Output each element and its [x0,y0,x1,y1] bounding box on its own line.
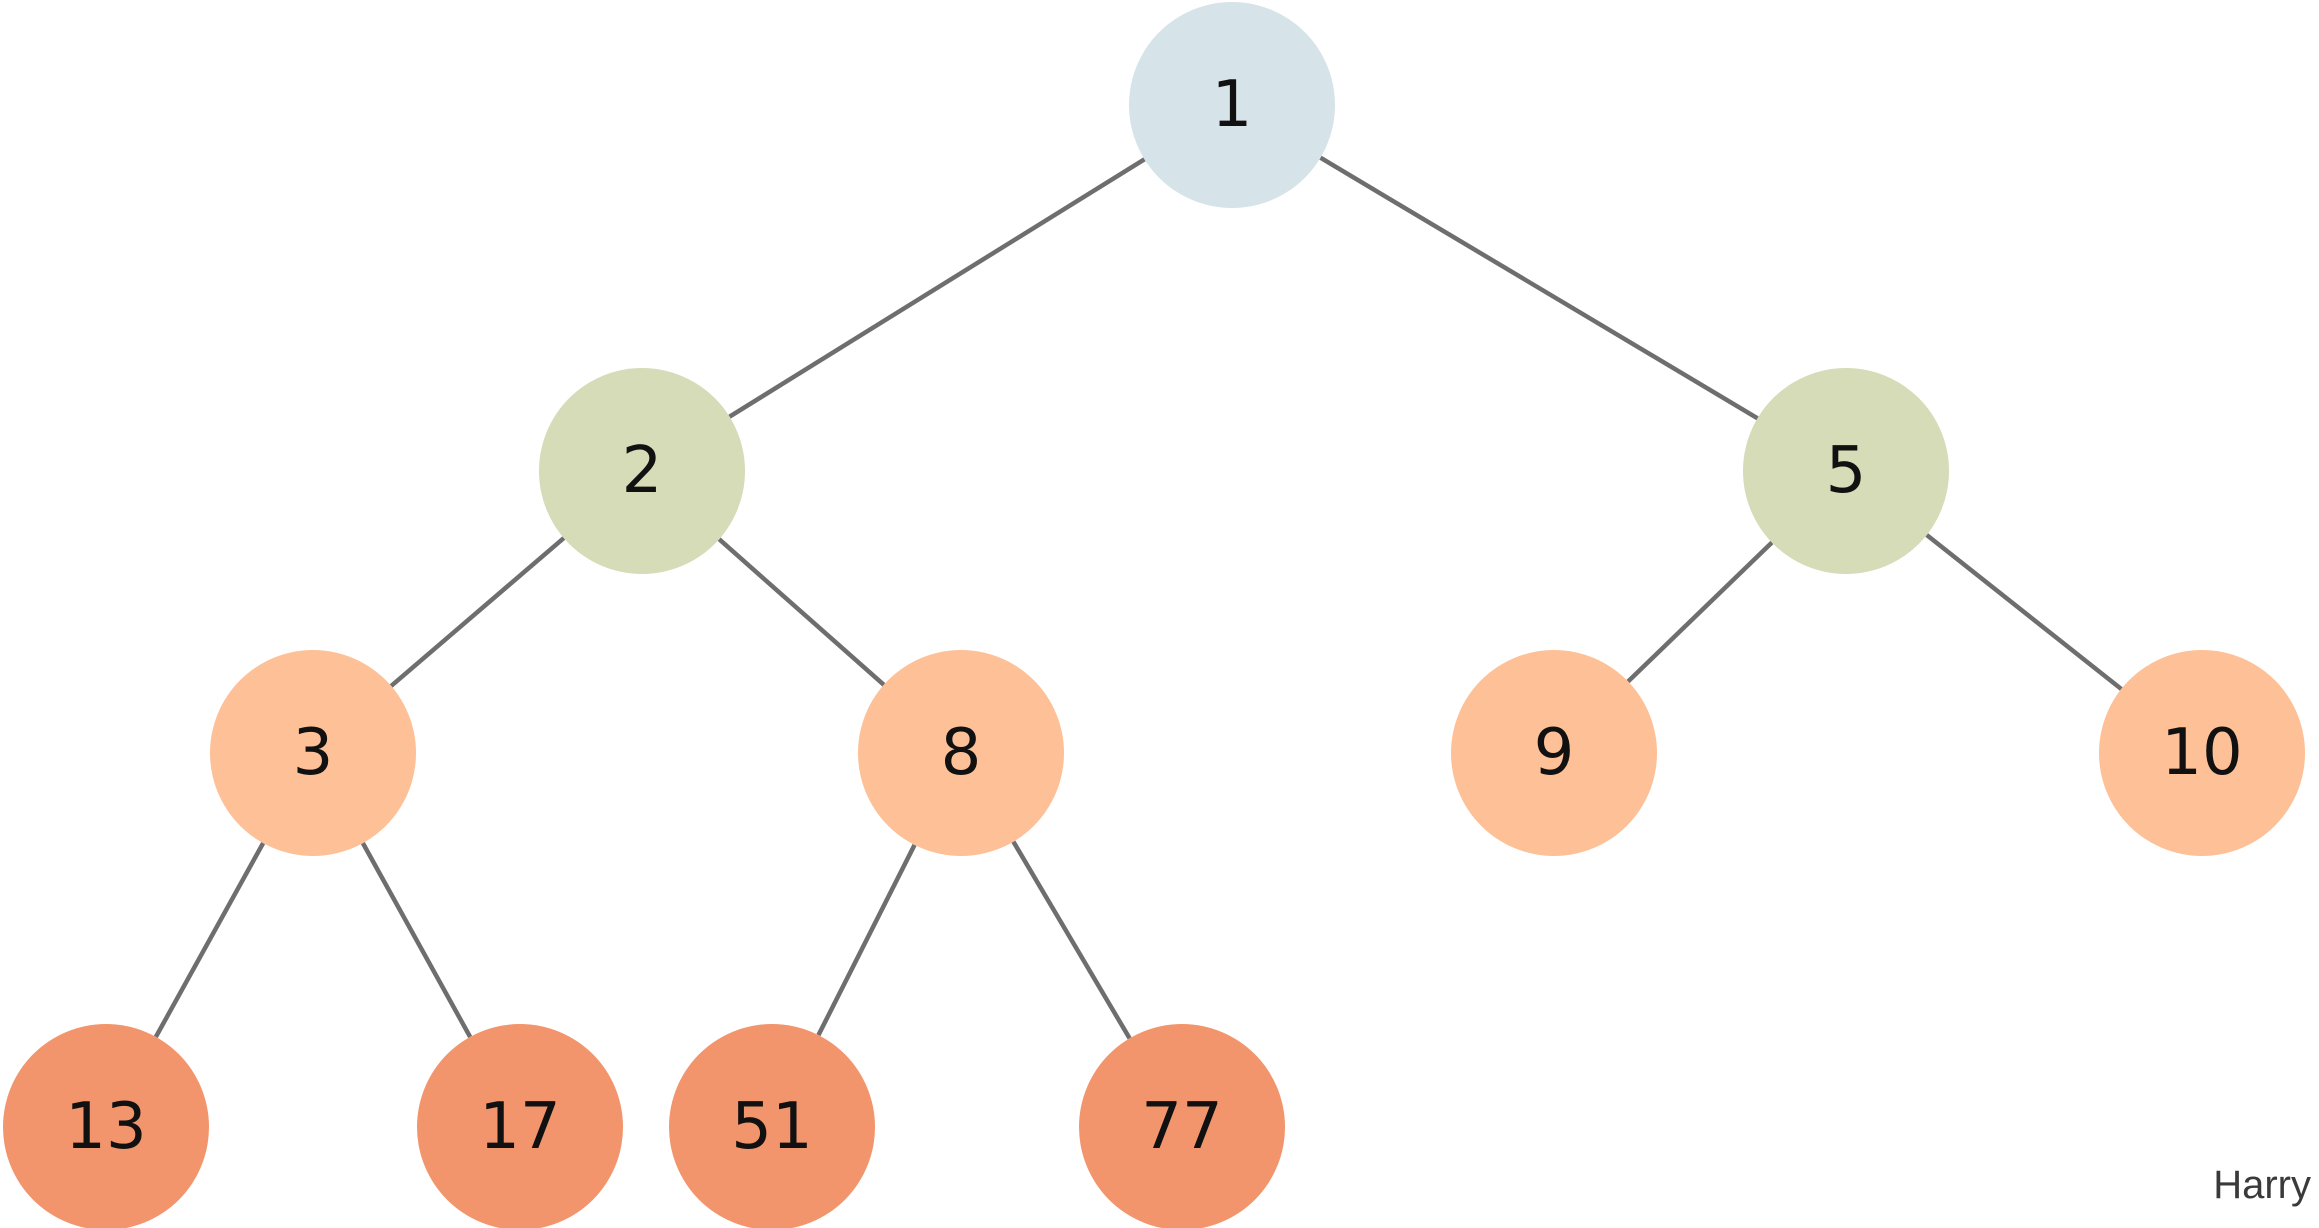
node-circle [1129,2,1335,208]
node-label: 10 [2161,716,2242,790]
node-label: 77 [1141,1090,1222,1164]
tree-node-17: 17 [417,1024,623,1228]
edge-n1-n5 [1319,155,1759,421]
node-circle [539,368,745,574]
node-circle [417,1024,623,1228]
tree-node-13: 13 [3,1024,209,1228]
edge-n8-n51 [816,843,917,1037]
tree-node-10: 10 [2099,650,2305,856]
tree-node-2: 2 [539,368,745,574]
tree-node-9: 9 [1451,650,1657,856]
edge-n3-n13 [153,842,266,1038]
edge-n5-n9 [1626,540,1774,684]
edge-n8-n77 [1011,840,1132,1040]
node-circle [1743,368,1949,574]
author-signature: Harry [2213,1163,2311,1207]
node-label: 2 [622,434,663,508]
node-label: 9 [1534,716,1575,790]
tree-node-8: 8 [858,650,1064,856]
tree-edges [153,155,2123,1040]
node-circle [210,650,416,856]
node-label: 1 [1212,68,1253,142]
tree-node-51: 51 [669,1024,875,1228]
node-label: 51 [731,1090,812,1164]
tree-nodes: 1 2 5 3 8 9 10 13 17 51 77 [3,2,2305,1228]
node-label: 8 [941,716,982,790]
edge-n2-n3 [389,536,566,688]
tree-node-77: 77 [1079,1024,1285,1228]
tree-node-1: 1 [1129,2,1335,208]
edge-n2-n8 [717,537,886,687]
node-label: 17 [479,1090,560,1164]
edge-n3-n17 [360,842,473,1038]
node-circle [669,1024,875,1228]
node-circle [2099,650,2305,856]
node-label: 13 [65,1090,146,1164]
node-circle [3,1024,209,1228]
node-circle [1451,650,1657,856]
edge-n5-n10 [1925,533,2123,691]
edge-n1-n2 [728,157,1146,419]
node-circle [1079,1024,1285,1228]
tree-node-5: 5 [1743,368,1949,574]
node-label: 5 [1826,434,1867,508]
node-circle [858,650,1064,856]
tree-node-3: 3 [210,650,416,856]
node-label: 3 [293,716,334,790]
